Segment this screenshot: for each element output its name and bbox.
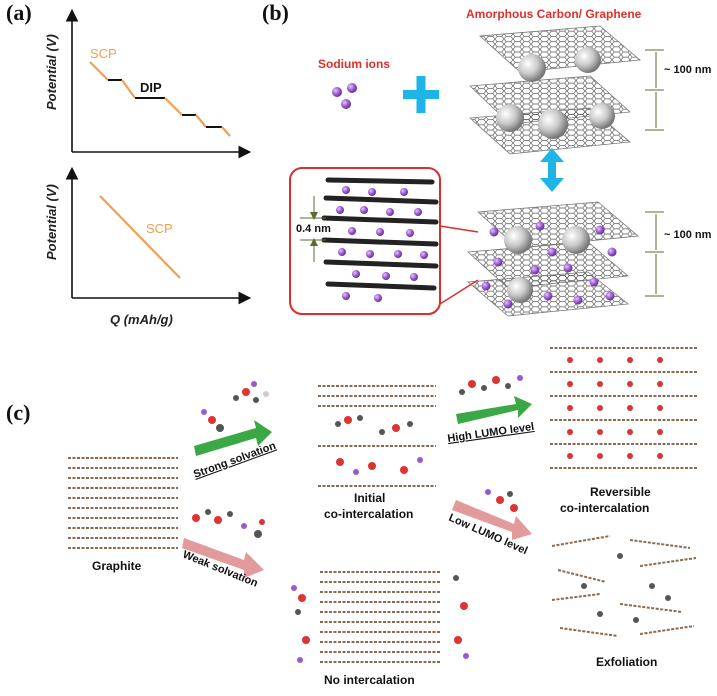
weak-solvation-arrow: [182, 538, 264, 578]
reversible-intercalated-molecules: [567, 357, 663, 459]
exfoliated-layers: [551, 535, 697, 637]
no-intercalation-stack: [320, 571, 440, 663]
bottom-spacing-markers: [645, 211, 664, 297]
plus-icon: [403, 76, 439, 113]
solvent-molecules-strong: [201, 381, 269, 432]
initial-line1: Initial: [354, 491, 385, 505]
top-graphene-stack: [469, 25, 641, 155]
zoom-callout: [289, 167, 479, 315]
top-y-axis-label: Potential (V): [44, 34, 59, 110]
free-sodium-ions: [332, 83, 357, 109]
top-spacing-label: ~ 100 nm: [664, 64, 712, 76]
high-lumo-arrow: [456, 396, 532, 424]
initial-cointercalation-stack: [318, 385, 436, 487]
panel-c-label: (c): [6, 400, 30, 425]
exfoliation-molecules: [581, 553, 671, 623]
x-axis-label: Q (mAh/g): [110, 312, 173, 327]
top-slope-label: SCP: [90, 46, 117, 61]
strong-solvation-arrow: [194, 420, 272, 456]
solvent-molecules-weak: [192, 509, 265, 538]
high-lumo-label: High LUMO level: [447, 421, 535, 445]
panel-b-label: (b): [262, 0, 289, 25]
reversible-line1: Reversible: [590, 485, 651, 499]
double-arrow-icon: [540, 148, 564, 192]
initial-intercalated-molecules: [335, 415, 423, 475]
reversible-cointercalation-stack: [550, 347, 698, 469]
bottom-spacing-label: ~ 100 nm: [664, 229, 712, 241]
graphite-layers: [68, 457, 178, 549]
bottom-curve: [99, 195, 181, 279]
bottom-y-axis-label: Potential (V): [44, 184, 59, 260]
top-spacing-markers: [645, 49, 664, 131]
interlayer-label: 0.4 nm: [296, 223, 331, 235]
top-plateau-label: DIP: [140, 80, 162, 95]
panel-a-label: (a): [6, 0, 32, 25]
no-intercalation-molecules: [291, 575, 469, 663]
bottom-graphene-stack: [467, 201, 639, 317]
sodium-ions-label: Sodium ions: [318, 57, 390, 71]
bottom-curve-label: SCP: [146, 221, 173, 236]
solvent-molecules-low-lumo: [485, 489, 518, 512]
no-intercalation-label: No intercalation: [324, 673, 415, 687]
panel-b: (b) Amorphous Carbon/ Graphene Sodium io…: [262, 0, 712, 317]
solvent-molecules-high-lumo: [459, 375, 523, 395]
exfoliation-label: Exfoliation: [596, 655, 657, 669]
panel-c: (c) Graphite Strong solvation: [6, 347, 698, 687]
initial-line2: co-intercalation: [324, 507, 413, 521]
reversible-line2: co-intercalation: [560, 501, 649, 515]
panel-a: (a) Potential (V) SCP DIP Potential (V) …: [6, 0, 252, 327]
graphite-label: Graphite: [92, 559, 142, 573]
low-lumo-arrow: [452, 500, 532, 540]
top-curve: [89, 61, 231, 137]
material-title: Amorphous Carbon/ Graphene: [466, 7, 642, 21]
